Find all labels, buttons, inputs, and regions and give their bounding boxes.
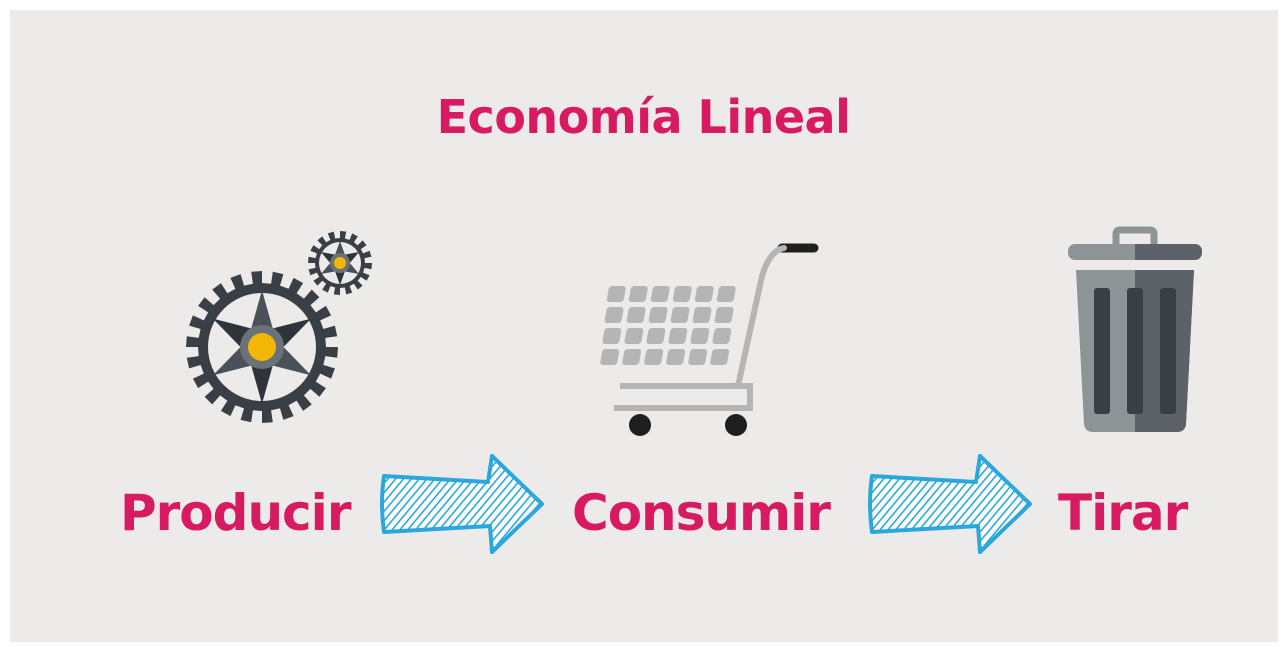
arrow-right-icon [380, 454, 544, 554]
diagram-title: Economía Lineal [436, 90, 851, 144]
gears-icon [186, 231, 372, 423]
arrow-right-icon [868, 454, 1032, 554]
shopping-cart-icon [600, 243, 819, 436]
step-label-producir: Producir [120, 484, 351, 542]
step-label-tirar: Tirar [1058, 484, 1188, 542]
trash-can-icon [1068, 226, 1202, 432]
step-label-consumir: Consumir [572, 484, 831, 542]
